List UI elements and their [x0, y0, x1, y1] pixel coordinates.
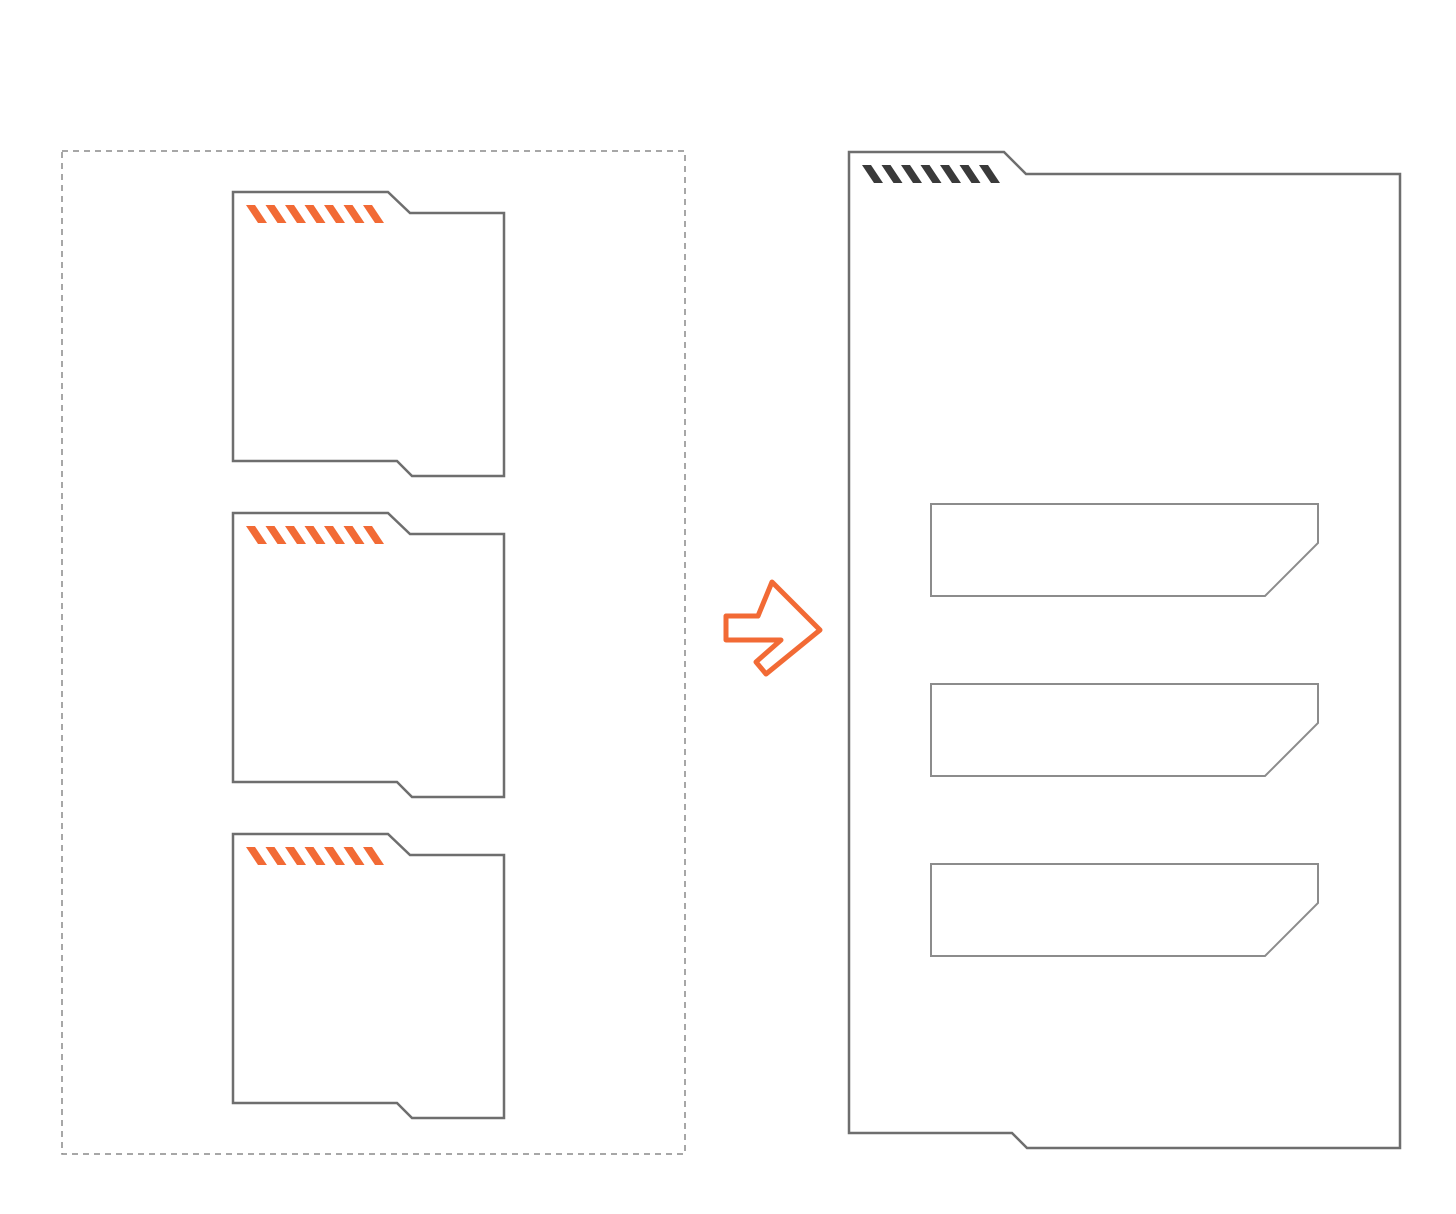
- source-group: [61, 150, 686, 1155]
- tab-stripe: [304, 847, 326, 865]
- tab-stripe: [246, 526, 267, 544]
- tab-stripe: [343, 526, 365, 544]
- tab-stripe: [363, 526, 384, 544]
- tab-stripe: [285, 847, 306, 865]
- target-container-outline: [847, 150, 1402, 1150]
- source-group-border: [61, 150, 686, 1155]
- arrow-right-icon: [723, 579, 823, 677]
- source-card-2: [231, 511, 506, 799]
- card-tab-stripes: [246, 526, 384, 544]
- target-slot-3: [930, 863, 1319, 957]
- card-outline: [231, 511, 506, 799]
- tab-stripe: [363, 847, 384, 865]
- tab-stripe: [285, 205, 306, 223]
- target-tab-stripes: [862, 165, 1000, 183]
- tab-stripe: [901, 165, 922, 183]
- tab-stripe: [920, 165, 942, 183]
- source-card-3: [231, 832, 506, 1120]
- tab-stripe: [862, 165, 883, 183]
- tab-stripe: [265, 847, 287, 865]
- tab-stripe: [343, 847, 365, 865]
- tab-stripe: [285, 526, 306, 544]
- card-outline: [231, 190, 506, 478]
- tab-stripe: [959, 165, 981, 183]
- target-slot-2: [930, 683, 1319, 777]
- source-card-1: [231, 190, 506, 478]
- tab-stripe: [940, 165, 961, 183]
- tab-stripe: [881, 165, 903, 183]
- target-slot-1: [930, 503, 1319, 597]
- target-container: [847, 150, 1402, 1150]
- tab-stripe: [324, 205, 345, 223]
- tab-stripe: [979, 165, 1000, 183]
- tab-stripe: [304, 205, 326, 223]
- tab-stripe: [265, 526, 287, 544]
- tab-stripe: [304, 526, 326, 544]
- tab-stripe: [324, 526, 345, 544]
- tab-stripe: [246, 205, 267, 223]
- tab-stripe: [265, 205, 287, 223]
- tab-stripe: [324, 847, 345, 865]
- card-outline: [231, 832, 506, 1120]
- card-tab-stripes: [246, 205, 384, 223]
- tab-stripe: [246, 847, 267, 865]
- tab-stripe: [363, 205, 384, 223]
- tab-stripe: [343, 205, 365, 223]
- card-tab-stripes: [246, 847, 384, 865]
